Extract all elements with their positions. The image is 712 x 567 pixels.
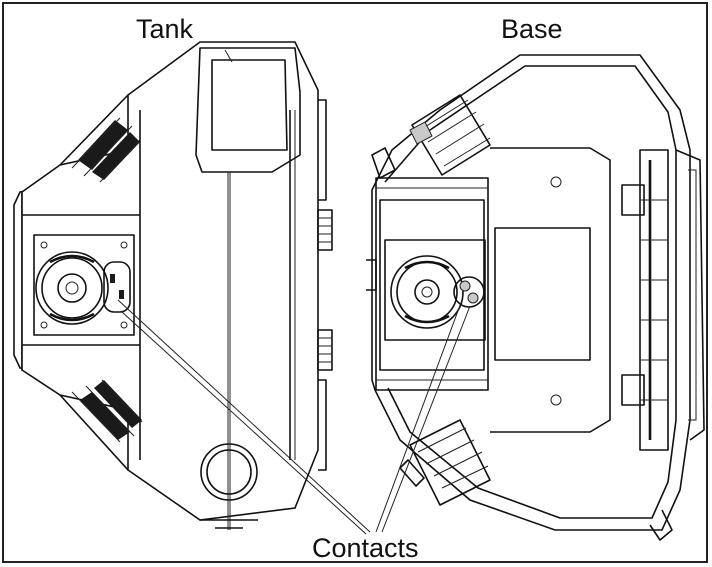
tank-right-connectors bbox=[317, 99, 333, 471]
tank-top-grip bbox=[59, 94, 141, 183]
contacts-leader-lines bbox=[117, 299, 471, 535]
tank-contacts bbox=[103, 261, 131, 313]
base-bottom-grip bbox=[399, 419, 491, 506]
tank-drawing bbox=[13, 41, 333, 530]
tank-valve bbox=[33, 234, 135, 336]
tank-label: Tank bbox=[136, 14, 194, 44]
tank-bottom-grip bbox=[59, 379, 143, 471]
base-right-rail bbox=[621, 149, 705, 541]
base-label: Base bbox=[501, 14, 563, 44]
base-valve bbox=[384, 239, 486, 341]
contacts-label: Contacts bbox=[312, 533, 419, 563]
base-top-grip bbox=[409, 94, 491, 176]
base-drawing bbox=[366, 54, 705, 541]
base-contacts bbox=[453, 276, 485, 308]
